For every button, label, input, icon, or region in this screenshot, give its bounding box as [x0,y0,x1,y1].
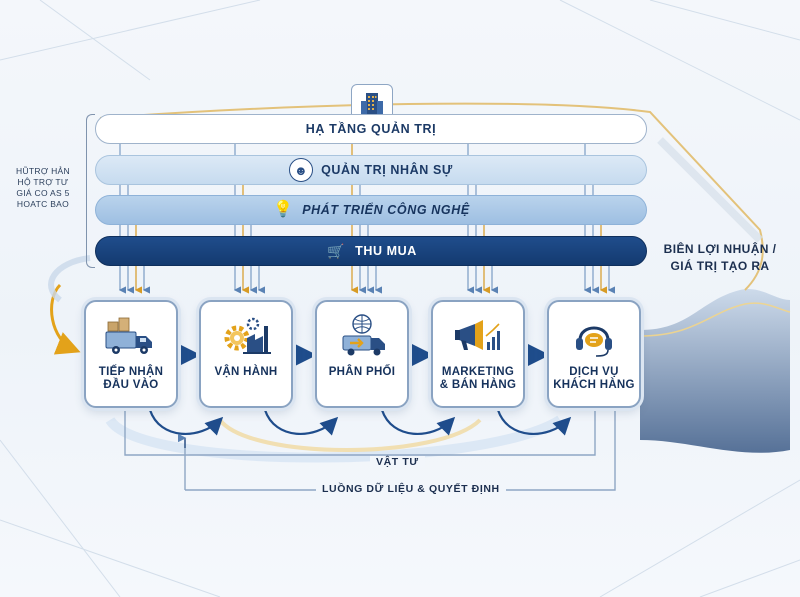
activity-marketing-sales: MARKETING & BÁN HÀNG [431,300,525,408]
support-infrastructure-bar: HẠ TẦNG QUẢN TRỊ [95,114,647,144]
side-note: HŨTRỢ HẢN HỘ TRỢ TƯ GIÁ CO AS 5 HOATC BA… [3,166,83,210]
activity-inbound: TIẾP NHẬN ĐẦU VÀO [84,300,178,408]
side-note-line: HỘ TRỢ TƯ [17,177,69,187]
activity-operations: VẬN HÀNH [199,300,293,408]
activity-label: VẬN HÀNH [214,366,278,378]
materials-flow-line [124,410,596,456]
margin-wave-highlight [639,302,791,337]
activity-distribution: PHÂN PHỐI [315,300,409,408]
data-flow-label: LUỒNG DỮ LIỆU & QUYẾT ĐỊNH [316,483,506,495]
support-hr-bar: ☻ QUẢN TRỊ NHÂN SỰ [95,155,647,185]
support-tech-bar: 💡 PHÁT TRIỂN CÔNG NGHỆ [95,195,647,225]
feedback-arcs [148,409,572,436]
handshake-cart-icon: 🛒 [327,243,346,259]
support-tech-label: PHÁT TRIỂN CÔNG NGHỆ [302,203,470,217]
megaphone-chart-icon [455,320,500,350]
entry-arrow [50,283,81,355]
activity-label: DỊCH VỤ KHÁCH HÀNG [553,366,635,391]
margin-label-line: BIÊN LỢI NHUẬN / [663,242,777,256]
side-brace [86,114,95,268]
side-note-line: GIÁ CO AS 5 [16,188,70,198]
margin-wave [640,288,790,453]
support-infrastructure-label: HẠ TẦNG QUẢN TRỊ [305,122,437,136]
side-note-line: HŨTRỢ HẢN [16,166,70,176]
glow-loops [105,415,563,463]
materials-flow-label: VẬT TƯ [370,456,425,468]
gear-factory-icon [224,317,271,354]
truck-boxes-icon [105,317,152,354]
lightbulb-code-icon: 💡 [272,201,294,218]
margin-envelope [99,102,764,291]
support-hr-label: QUẢN TRỊ NHÂN SỰ [321,163,453,177]
margin-label-line: GIÁ TRỊ TẠO RA [670,259,770,273]
margin-envelope-lower [657,137,763,243]
activity-label: PHÂN PHỐI [328,366,396,378]
activity-label: MARKETING & BÁN HÀNG [439,366,517,391]
activity-customer-service: DỊCH VỤ KHÁCH HÀNG [547,300,641,408]
globe-van-icon [342,314,385,356]
margin-label: BIÊN LỢI NHUẬN / GIÁ TRỊ TẠO RA [655,241,785,275]
people-network-icon: ☻ [289,158,314,182]
support-procurement-bar: 🛒 THU MUA [95,236,647,266]
support-procurement-label: THU MUA [355,244,417,258]
headset-icon [576,326,612,357]
side-note-line: HOATC BAO [16,199,70,209]
activity-label: TIẾP NHẬN ĐẦU VÀO [98,366,164,391]
